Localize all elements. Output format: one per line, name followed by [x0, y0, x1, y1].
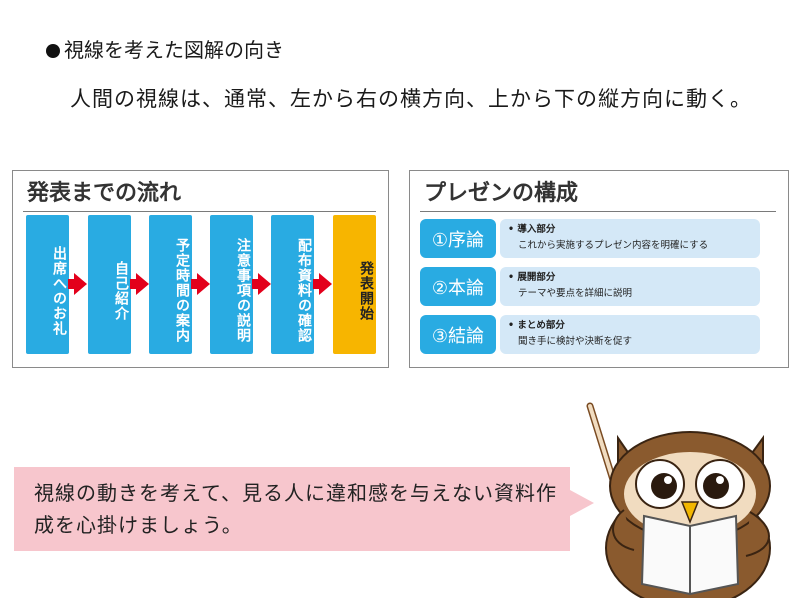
structure-desc: これから実施するプレゼン内容を明確にする [518, 240, 709, 251]
structure-row-3: ③結論 • まとめ部分 聞き手に検討や決断を促す [420, 315, 760, 354]
flow-diagram-panel: 発表までの流れ 出席へのお礼 自己紹介 予定時間の案内 注意事項の説明 配布資料… [12, 170, 389, 368]
flow-panel-title: 発表までの流れ [27, 181, 182, 206]
owl-mascot-illustration [586, 402, 771, 598]
structure-desc: テーマや要点を詳細に説明 [518, 288, 633, 299]
structure-label: ①序論 [420, 219, 496, 258]
arrow-right-icon [313, 273, 332, 295]
structure-detail: • まとめ部分 聞き手に検討や決断を促す [500, 315, 760, 354]
structure-panel-title: プレゼンの構成 [424, 181, 579, 206]
structure-panel: プレゼンの構成 ①序論 • 導入部分 これから実施するプレゼン内容を明確にする … [409, 170, 789, 368]
flow-step-3: 予定時間の案内 [149, 215, 192, 354]
callout-text: 視線の動きを考えて、見る人に違和感を与えない資料作成を心掛けましょう。 [34, 481, 557, 537]
callout-pointer [570, 490, 594, 516]
section-heading: 視線を考えた図解の向き [46, 34, 284, 63]
structure-detail: • 導入部分 これから実施するプレゼン内容を明確にする [500, 219, 760, 258]
callout-box: 視線の動きを考えて、見る人に違和感を与えない資料作成を心掛けましょう。 [14, 467, 570, 551]
structure-row-1: ①序論 • 導入部分 これから実施するプレゼン内容を明確にする [420, 219, 760, 258]
flow-step-6: 発表開始 [333, 215, 376, 354]
structure-label: ②本論 [420, 267, 496, 306]
intro-text: 人間の視線は、通常、左から右の横方向、上から下の縦方向に動く。 [70, 87, 752, 111]
structure-bullet: • まとめ部分 [508, 320, 565, 331]
structure-desc: 聞き手に検討や決断を促す [518, 336, 633, 347]
structure-label: ③結論 [420, 315, 496, 354]
flow-step-5: 配布資料の確認 [271, 215, 314, 354]
section-heading-text: 視線を考えた図解の向き [64, 38, 284, 62]
arrow-right-icon [130, 273, 149, 295]
flow-panel-divider [23, 211, 376, 212]
bullet-icon [46, 44, 60, 58]
arrow-right-icon [252, 273, 271, 295]
flow-step-1: 出席へのお礼 [26, 215, 69, 354]
arrow-right-icon [68, 273, 87, 295]
structure-row-2: ②本論 • 展開部分 テーマや要点を詳細に説明 [420, 267, 760, 306]
arrow-right-icon [191, 273, 210, 295]
flow-step-4: 注意事項の説明 [210, 215, 253, 354]
structure-bullet: • 展開部分 [508, 272, 556, 283]
flow-step-2: 自己紹介 [88, 215, 131, 354]
structure-bullet: • 導入部分 [508, 224, 556, 235]
structure-panel-divider [420, 211, 776, 212]
structure-detail: • 展開部分 テーマや要点を詳細に説明 [500, 267, 760, 306]
